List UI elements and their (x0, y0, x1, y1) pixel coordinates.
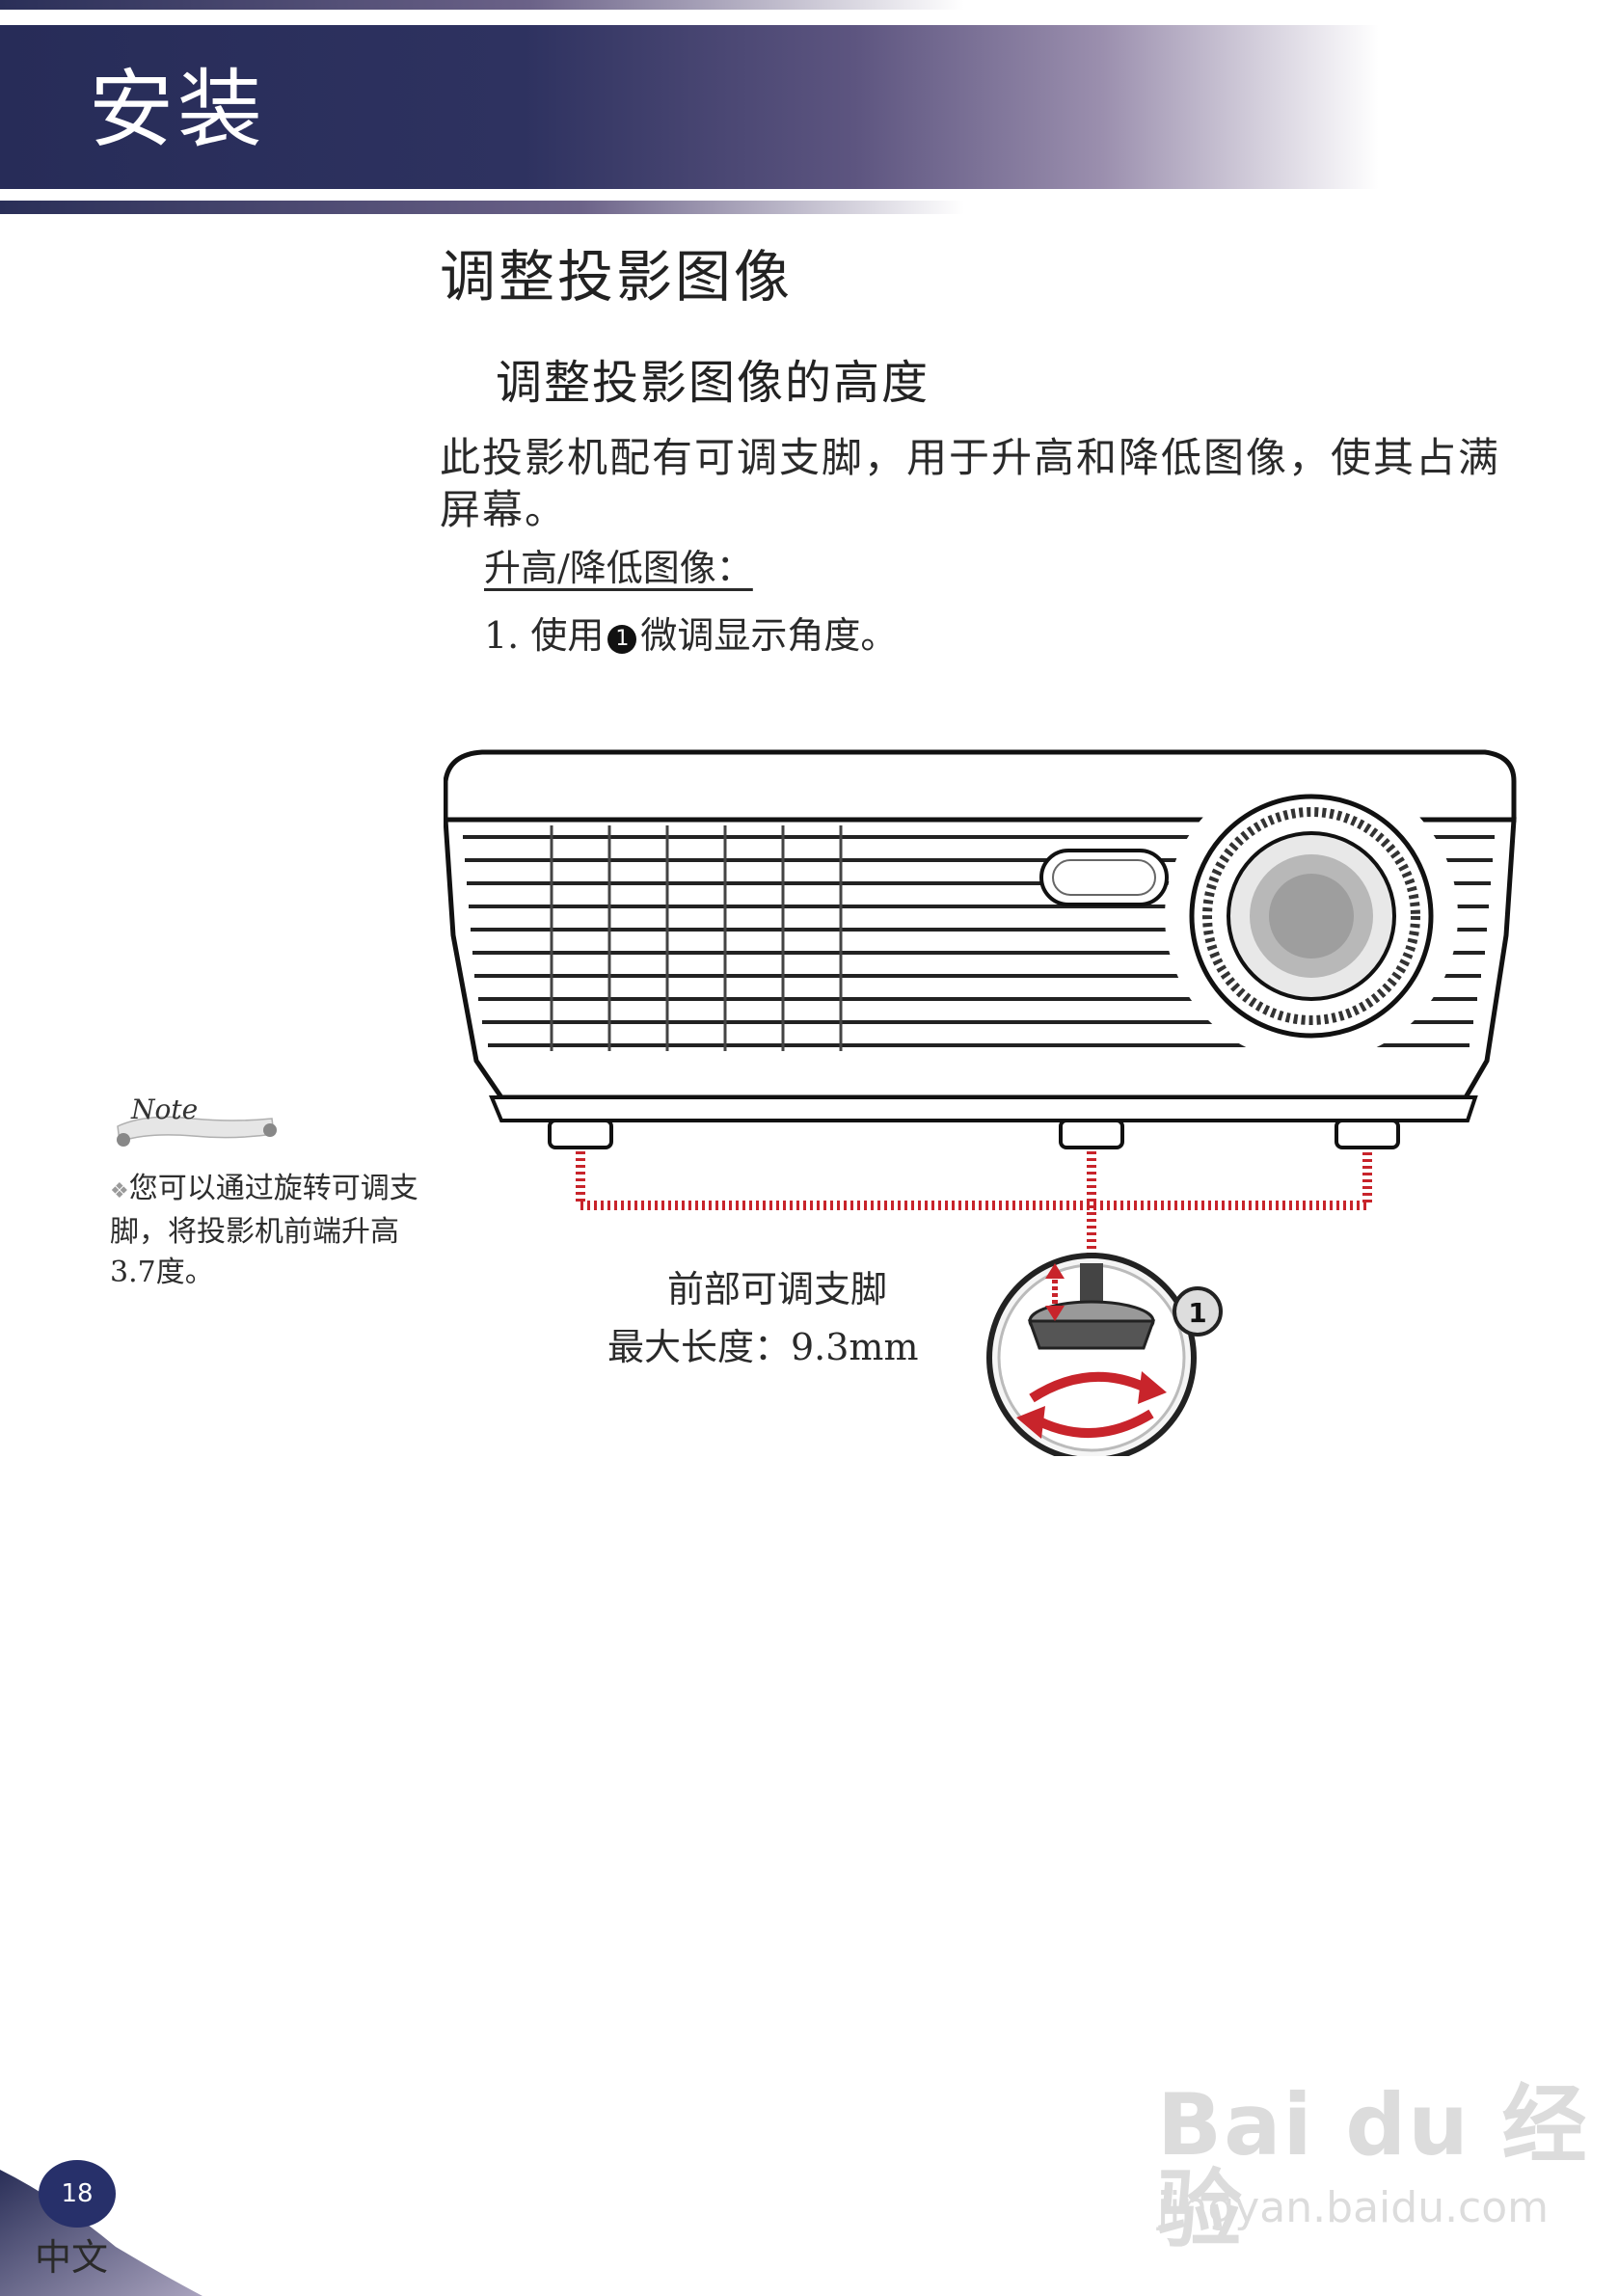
step-number: 1. (484, 614, 520, 657)
page-number: 18 (39, 2160, 116, 2228)
intro-paragraph: 此投影机配有可调支脚，用于升高和降低图像，使其占满屏幕。 (440, 434, 1501, 533)
watermark-url: jingyan.baidu.com (1157, 2183, 1550, 2232)
step-prefix: 使用 (530, 614, 605, 657)
foot-spec: 最大长度：9.3mm (607, 1326, 919, 1368)
step-suffix: 微调显示角度。 (640, 614, 898, 657)
header-banner (0, 25, 1379, 189)
page-title: 调整投影图像 (440, 244, 794, 310)
watermark-logo: Bai du 经验 (1157, 2075, 1589, 2259)
callout-1-label: 1 (1188, 1297, 1206, 1329)
note-badge-label: Note (130, 1094, 198, 1125)
note-text: ❖您可以通过旋转可调支脚，将投影机前端升高3.7度。 (110, 1169, 428, 1293)
step-label: 升高/降低图像： (484, 547, 753, 589)
projector-diagram: 1 (444, 749, 1517, 1456)
foot-label: 前部可调支脚 (667, 1268, 888, 1310)
section-title: 安装 (89, 60, 267, 159)
note-badge-icon: Note (117, 1094, 277, 1147)
subsection-title: 调整投影图像的高度 (496, 356, 930, 410)
callout-1-icon (1173, 1286, 1223, 1337)
language-label: 中文 (35, 2236, 109, 2279)
callout-marker-icon: 1 (607, 625, 637, 654)
note-body: 您可以通过旋转可调支脚，将投影机前端升高3.7度。 (110, 1172, 418, 1289)
header-rule (0, 201, 964, 214)
header-top-strip (0, 0, 964, 10)
diamond-bullet-icon: ❖ (110, 1179, 129, 1203)
